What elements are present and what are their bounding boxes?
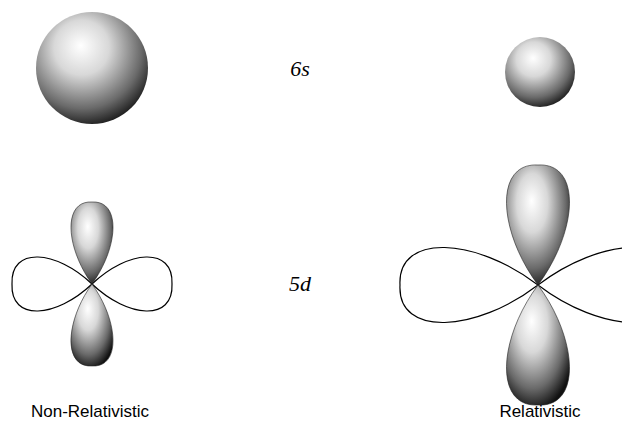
s-orbital-sphere	[36, 12, 148, 124]
orbital-lobe-shaded	[506, 165, 569, 285]
column-caption: Relativistic	[499, 403, 580, 420]
s-orbital-sphere	[505, 37, 575, 107]
orbital-lobe-shaded	[71, 284, 113, 366]
orbital-lobe-outline	[12, 257, 92, 311]
d-orbital	[400, 165, 622, 405]
column-caption: Non-Relativistic	[31, 403, 149, 420]
orbital-label: 5d	[289, 273, 311, 295]
d-orbital	[12, 202, 172, 366]
orbital-lobe-outline	[92, 257, 172, 311]
orbital-label: 6s	[290, 58, 310, 80]
orbital-lobe-outline	[400, 247, 538, 322]
orbital-lobe-shaded	[506, 285, 569, 405]
orbital-lobe-shaded	[71, 202, 113, 284]
